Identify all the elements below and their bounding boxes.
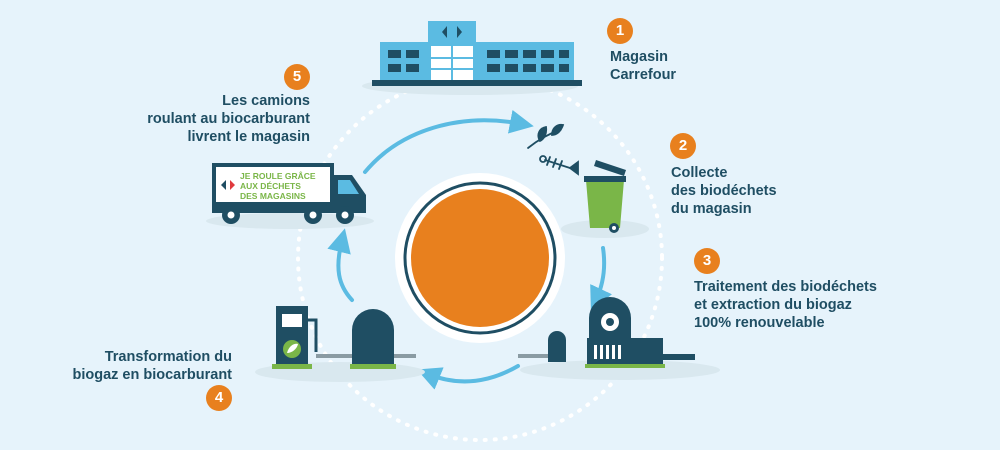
step-2-line-2: des biodéchets [671, 183, 777, 199]
step-3-line-1: Traitement des biodéchets [694, 279, 877, 295]
truck-sign-line-1: JE ROULE GRÂCE [240, 170, 316, 181]
waste-bin-icon [561, 160, 649, 238]
step-3-label: Traitement des biodéchets et extraction … [694, 278, 877, 332]
step-4-line-2: biogaz en biocarburant [72, 367, 232, 383]
center-circle [395, 173, 565, 343]
truck-sign-line-3: DES MAGASINS [240, 191, 306, 201]
carrefour-logo [442, 26, 462, 38]
step-1-badge: 1 [607, 18, 633, 44]
step-4-label: Transformation du biogaz en biocarburant [60, 348, 232, 384]
truck-logo [221, 180, 235, 190]
step-1-line-1: Magasin [610, 49, 669, 65]
step-2-line-3: du magasin [671, 201, 752, 217]
step-4-badge: 4 [206, 385, 232, 411]
delivery-truck-icon: JE ROULE GRÂCE AUX DÉCHETS DES MAGASINS [206, 163, 374, 229]
step-5-line-3: livrent le magasin [187, 129, 311, 145]
step-2-badge: 2 [670, 133, 696, 159]
cycle-arrows [327, 109, 612, 390]
step-5-line-2: roulant au biocarburant [147, 111, 310, 127]
arrow-store-to-bin [363, 109, 534, 174]
step-5-badge: 5 [284, 64, 310, 90]
step-2-label: Collecte des biodéchets du magasin [671, 164, 777, 218]
fuel-station-icon [255, 306, 425, 382]
step-1-label: Magasin Carrefour [610, 48, 676, 84]
step-1-line-2: Carrefour [610, 67, 677, 83]
step-4-line-1: Transformation du [104, 349, 232, 365]
step-2-line-1: Collecte [671, 165, 728, 181]
step-3-badge: 3 [694, 248, 720, 274]
arrow-station-to-truck [327, 228, 354, 302]
arrow-bin-to-treatment [590, 246, 612, 311]
step-5-line-1: Les camions [222, 93, 310, 109]
step-5-label: Les camions roulant au biocarburant livr… [100, 92, 310, 146]
truck-sign-line-2: AUX DÉCHETS [240, 181, 301, 191]
step-3-line-3: 100% renouvelable [694, 315, 825, 331]
step-3-line-2: et extraction du biogaz [694, 297, 852, 313]
food-scraps-icon [527, 123, 579, 176]
arrow-treatment-to-station [416, 364, 520, 390]
methanizer-icon [518, 297, 720, 380]
store-icon [362, 21, 582, 95]
dotted-ring [296, 74, 664, 442]
